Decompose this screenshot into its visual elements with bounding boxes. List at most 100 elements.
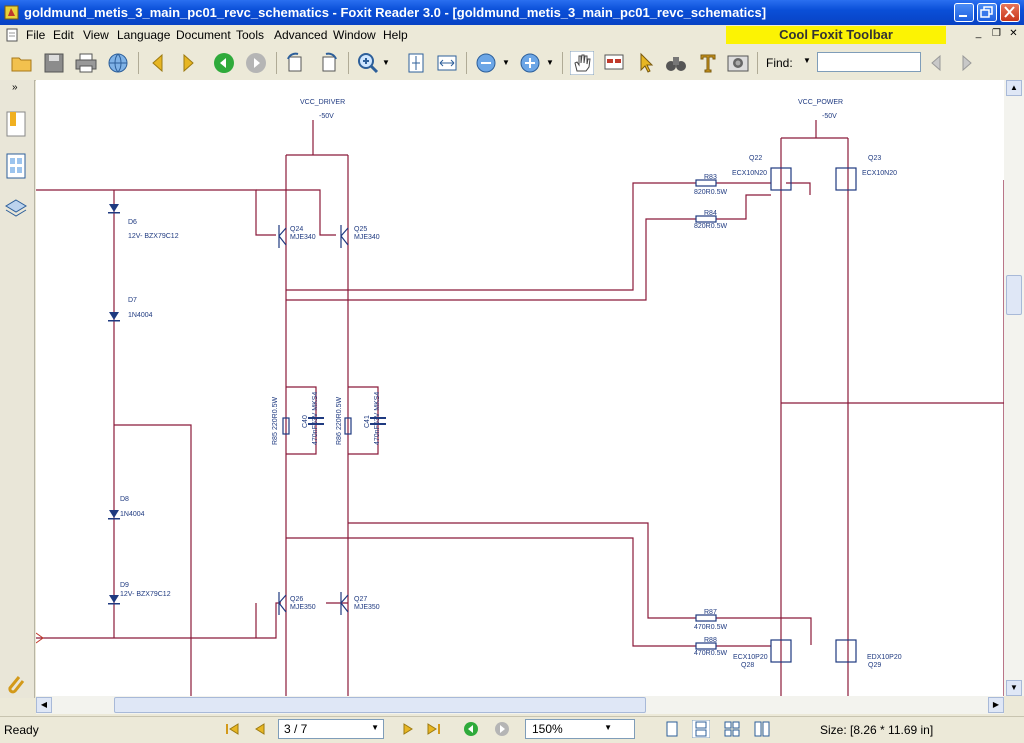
diode-value-d7: 1N4004 bbox=[128, 312, 153, 319]
resistor-ref-r87: R87 bbox=[704, 609, 717, 616]
transistor-ref-q24: Q24 bbox=[290, 226, 303, 233]
mosfet-value-q28: ECX10P20 bbox=[733, 654, 768, 661]
diode-ref-d6: D6 bbox=[128, 219, 137, 226]
status-forward-icon[interactable] bbox=[494, 721, 510, 737]
zoom-dropdown-arrow-icon[interactable]: ▼ bbox=[382, 58, 390, 67]
zoom-in-dropdown-arrow-icon[interactable]: ▼ bbox=[546, 58, 554, 67]
minimize-button[interactable] bbox=[954, 3, 974, 22]
layers-panel-icon[interactable] bbox=[4, 194, 28, 222]
rotate-left-icon[interactable] bbox=[284, 51, 308, 75]
menu-tools[interactable]: Tools bbox=[236, 28, 265, 42]
transistor-ref-q26: Q26 bbox=[290, 596, 303, 603]
go-forward-icon[interactable] bbox=[244, 51, 268, 75]
scroll-down-arrow-icon[interactable]: ▼ bbox=[1006, 680, 1022, 696]
menu-language[interactable]: Language bbox=[117, 28, 171, 42]
scroll-left-arrow-icon[interactable]: ◀ bbox=[36, 697, 52, 713]
menu-advanced[interactable]: Advanced bbox=[274, 28, 328, 42]
menu-window[interactable]: Window bbox=[333, 28, 376, 42]
pages-panel-icon[interactable] bbox=[4, 152, 28, 180]
snapshot-tool-icon[interactable] bbox=[602, 51, 626, 75]
expand-sidebar-icon[interactable]: » bbox=[12, 82, 18, 93]
scroll-up-arrow-icon[interactable]: ▲ bbox=[1006, 80, 1022, 96]
menu-file[interactable]: File bbox=[26, 28, 46, 42]
bookmarks-panel-icon[interactable] bbox=[4, 110, 28, 138]
save-icon[interactable] bbox=[42, 51, 66, 75]
facing-view-icon[interactable] bbox=[724, 721, 740, 737]
zoom-level-field[interactable]: 150% ▼ bbox=[525, 719, 635, 739]
resistor-value-r86: 220R0.5W bbox=[336, 397, 343, 430]
page-dropdown-arrow-icon[interactable]: ▼ bbox=[371, 723, 379, 732]
find-binoculars-icon[interactable] bbox=[664, 51, 688, 75]
open-folder-icon[interactable] bbox=[10, 51, 34, 75]
schematic-drawing: VCC_DRIVER -50V VCC_POWER -50V D6 12V- B… bbox=[36, 99, 1004, 696]
net-label-vcc-power: VCC_POWER bbox=[798, 99, 843, 106]
last-page-icon[interactable] bbox=[426, 721, 442, 737]
image-tool-icon[interactable] bbox=[726, 51, 750, 75]
continuous-facing-view-icon[interactable] bbox=[754, 721, 770, 737]
mdi-minimize-button[interactable]: _ bbox=[975, 28, 982, 39]
mosfet-value-q23: ECX10N20 bbox=[862, 170, 897, 177]
next-page-icon[interactable] bbox=[176, 51, 200, 75]
go-back-icon[interactable] bbox=[212, 51, 236, 75]
find-next-icon[interactable] bbox=[955, 51, 979, 75]
cool-foxit-toolbar-banner[interactable]: Cool Foxit Toolbar bbox=[726, 26, 946, 44]
menu-help[interactable]: Help bbox=[383, 28, 408, 42]
menu-document[interactable]: Document bbox=[176, 28, 231, 42]
mdi-restore-button[interactable]: ❐ bbox=[992, 28, 1001, 39]
close-button[interactable] bbox=[1000, 3, 1020, 22]
resistor-ref-r86: R86 bbox=[336, 432, 343, 445]
menu-edit[interactable]: Edit bbox=[53, 28, 74, 42]
diode-ref-d8: D8 bbox=[120, 496, 129, 503]
vertical-scroll-thumb[interactable] bbox=[1006, 275, 1022, 315]
document-view[interactable]: VCC_DRIVER -50V VCC_POWER -50V D6 12V- B… bbox=[36, 80, 1004, 696]
zoom-out-icon[interactable] bbox=[474, 51, 498, 75]
resistor-value-r84: 820R0.5W bbox=[694, 223, 727, 230]
typewriter-text-icon[interactable] bbox=[696, 51, 720, 75]
horizontal-scroll-thumb[interactable] bbox=[114, 697, 646, 713]
continuous-view-icon[interactable] bbox=[692, 720, 710, 738]
zoom-in-magnifier-icon[interactable] bbox=[356, 51, 380, 75]
input-port-arrow-icon bbox=[36, 632, 44, 644]
diode-value-d9: 12V- BZX79C12 bbox=[120, 591, 171, 598]
zoom-in-icon[interactable] bbox=[518, 51, 542, 75]
mdi-close-button[interactable]: ✕ bbox=[1009, 28, 1018, 39]
find-label: Find: bbox=[766, 56, 793, 70]
print-icon[interactable] bbox=[74, 51, 98, 75]
page-number-field[interactable]: 3 / 7 ▼ bbox=[278, 719, 384, 739]
capacitor-value-c40: 470nF63V MKS4 bbox=[312, 392, 319, 445]
fit-page-icon[interactable] bbox=[404, 51, 428, 75]
previous-page-icon[interactable] bbox=[146, 51, 170, 75]
scroll-right-arrow-icon[interactable]: ▶ bbox=[988, 697, 1004, 713]
status-back-icon[interactable] bbox=[463, 721, 479, 737]
net-label-driver-voltage: -50V bbox=[319, 113, 334, 120]
find-options-dropdown-icon[interactable]: ▼ bbox=[803, 56, 811, 65]
minimize-icon bbox=[959, 15, 967, 17]
mosfet-value-q22: ECX10N20 bbox=[732, 170, 767, 177]
first-page-icon[interactable] bbox=[224, 721, 240, 737]
hand-tool-icon[interactable] bbox=[570, 51, 594, 75]
email-globe-icon[interactable] bbox=[106, 51, 130, 75]
zoom-out-dropdown-arrow-icon[interactable]: ▼ bbox=[502, 58, 510, 67]
select-cursor-icon[interactable] bbox=[634, 51, 658, 75]
mosfet-ref-q22: Q22 bbox=[749, 155, 762, 162]
rotate-right-icon[interactable] bbox=[316, 51, 340, 75]
status-text: Ready bbox=[4, 723, 39, 737]
capacitor-value-c41: 470nF63V MKS4 bbox=[374, 392, 381, 445]
close-icon bbox=[1004, 6, 1015, 18]
previous-page-status-icon[interactable] bbox=[252, 721, 268, 737]
find-input[interactable] bbox=[817, 52, 921, 72]
single-page-view-icon[interactable] bbox=[664, 721, 680, 737]
menu-view[interactable]: View bbox=[83, 28, 109, 42]
diode-ref-d7: D7 bbox=[128, 297, 137, 304]
vertical-scrollbar[interactable]: ▲ ▼ bbox=[1004, 80, 1024, 696]
document-icon[interactable] bbox=[5, 28, 19, 42]
net-label-vcc-driver: VCC_DRIVER bbox=[300, 99, 345, 106]
resistor-value-r87: 470R0.5W bbox=[694, 624, 727, 631]
zoom-level-dropdown-icon[interactable]: ▼ bbox=[604, 723, 612, 732]
next-page-status-icon[interactable] bbox=[400, 721, 416, 737]
horizontal-scrollbar[interactable]: ◀ ▶ bbox=[36, 696, 1004, 714]
restore-button[interactable] bbox=[977, 3, 997, 22]
find-previous-icon[interactable] bbox=[924, 51, 948, 75]
attachments-paperclip-icon[interactable] bbox=[4, 672, 28, 700]
fit-width-icon[interactable] bbox=[435, 51, 459, 75]
